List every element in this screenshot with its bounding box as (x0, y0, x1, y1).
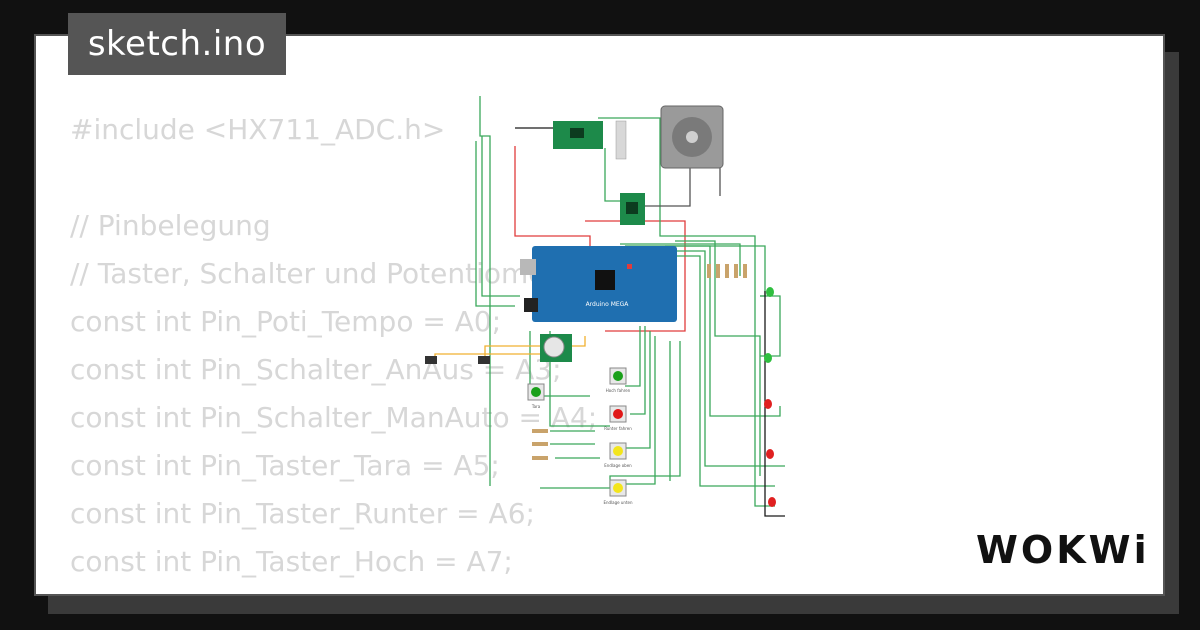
wire (598, 117, 756, 311)
led-green-1 (766, 287, 774, 297)
wire (675, 240, 761, 476)
led-red-1 (764, 399, 772, 409)
wire (549, 331, 610, 427)
button-cap (613, 371, 623, 381)
hx711-chip (570, 128, 584, 138)
board-label: Arduino MEGA (586, 301, 630, 308)
button-cap (613, 409, 623, 419)
button-cap (613, 483, 623, 493)
wokwi-logo: WOKWi (976, 528, 1150, 572)
file-name-tab: sketch.ino (68, 13, 286, 75)
slide-switch (425, 356, 437, 364)
reset-button (627, 264, 632, 269)
wire (625, 331, 651, 449)
power-jack (524, 298, 538, 312)
usb-port (520, 259, 536, 275)
button-tara[interactable]: Tara (527, 383, 545, 409)
wire (481, 136, 520, 297)
wire (645, 168, 691, 207)
stepper-driver-chip (626, 202, 638, 214)
circuit-diagram: Arduino MEGA Tara Hoch fahren Runter fah… (425, 96, 785, 517)
code-line: const int Pin_Taster_Runter = A6; (70, 497, 535, 530)
wire (660, 250, 785, 467)
button-endlage-unten[interactable]: Endlage unten (603, 479, 633, 505)
wire (514, 146, 591, 246)
code-preview: #include <HX711_ADC.h> // Pinbelegung // T… (70, 106, 598, 594)
wire (479, 96, 491, 486)
resistor-group-leds (707, 264, 747, 278)
code-line: const int Pin_Taster_Tara = A5; (70, 449, 500, 482)
wire (760, 295, 781, 357)
code-line: const int Pin_Taster_Hoch = A7; (70, 545, 513, 578)
code-line: // Pinbelegung (70, 209, 271, 242)
wire (754, 311, 775, 507)
button-cap (613, 446, 623, 456)
wire (630, 326, 646, 415)
led-green-2 (764, 353, 772, 363)
wire (764, 291, 785, 517)
load-cell (615, 120, 627, 160)
button-label: Runter fahren (604, 426, 632, 431)
code-line: const int Pin_Poti_Tempo = A0; (70, 305, 502, 338)
potentiometer-knob (543, 336, 565, 358)
wire (604, 148, 625, 202)
button-label: Hoch fahren (606, 388, 631, 393)
wire (484, 336, 586, 361)
slide-switch (478, 356, 490, 364)
code-line: const int Pin_Schalter_ManAuto = A4; (70, 401, 598, 434)
button-label: Endlage unten (603, 500, 633, 505)
button-cap (531, 387, 541, 397)
wire (665, 245, 781, 417)
mcu-chip (595, 270, 615, 290)
led-red-2 (766, 449, 774, 459)
wire (625, 336, 656, 485)
wire (540, 341, 681, 489)
code-line: #include <HX711_ADC.h> (70, 113, 446, 146)
button-endlage-oben[interactable]: Endlage oben (604, 442, 632, 468)
wire (625, 326, 641, 387)
wire (475, 141, 515, 307)
button-label: Endlage oben (604, 463, 632, 468)
led-red-3 (768, 497, 776, 507)
resistor-group-buttons (532, 429, 548, 460)
button-hoch[interactable]: Hoch fahren (606, 367, 631, 393)
code-line: const int Pin_Endlage_Oben = 12; (70, 586, 597, 594)
stepper-motor-shaft (686, 131, 698, 143)
wire (620, 243, 741, 276)
button-runter[interactable]: Runter fahren (604, 405, 632, 431)
code-line: // Taster, Schalter und Potentiometer (70, 257, 586, 290)
button-label: Tara (531, 404, 541, 409)
